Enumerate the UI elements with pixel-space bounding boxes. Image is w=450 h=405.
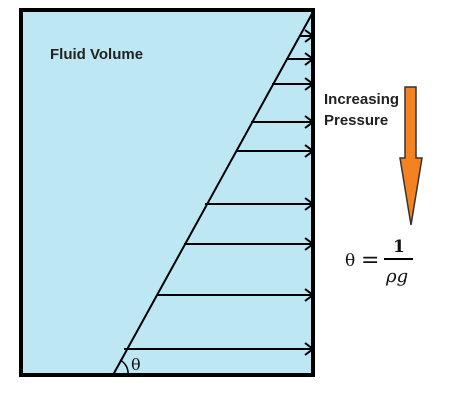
formula-numerator: 1: [393, 237, 405, 257]
pressure-arrow: [272, 77, 315, 91]
pressure-arrow: [236, 144, 315, 158]
increasing-pressure-arrow: [399, 86, 423, 226]
pressure-distribution: [112, 11, 315, 376]
pressure-arrow: [205, 197, 315, 211]
pressure-arrow: [251, 115, 315, 129]
formula-lhs: θ: [345, 251, 355, 271]
pressure-arrow: [157, 288, 315, 302]
theta-formula: θ = 1 ρg: [345, 237, 413, 287]
pressure-arrow: [299, 29, 315, 43]
angle-theta-label: θ: [131, 355, 141, 374]
fluid-volume-box: [19, 8, 315, 377]
pressure-profile-line: [112, 11, 314, 376]
pressure-arrow: [286, 52, 315, 66]
angle-arc: [119, 359, 129, 376]
formula-denominator: ρg: [385, 266, 408, 287]
increasing-pressure-label: Increasing: [324, 91, 399, 108]
pressure-arrow: [124, 342, 315, 356]
increasing-pressure-label-2: Pressure: [324, 112, 388, 129]
pressure-arrow: [184, 237, 315, 251]
fluid-volume-label: Fluid Volume: [50, 46, 143, 63]
formula-equals: =: [361, 248, 379, 273]
